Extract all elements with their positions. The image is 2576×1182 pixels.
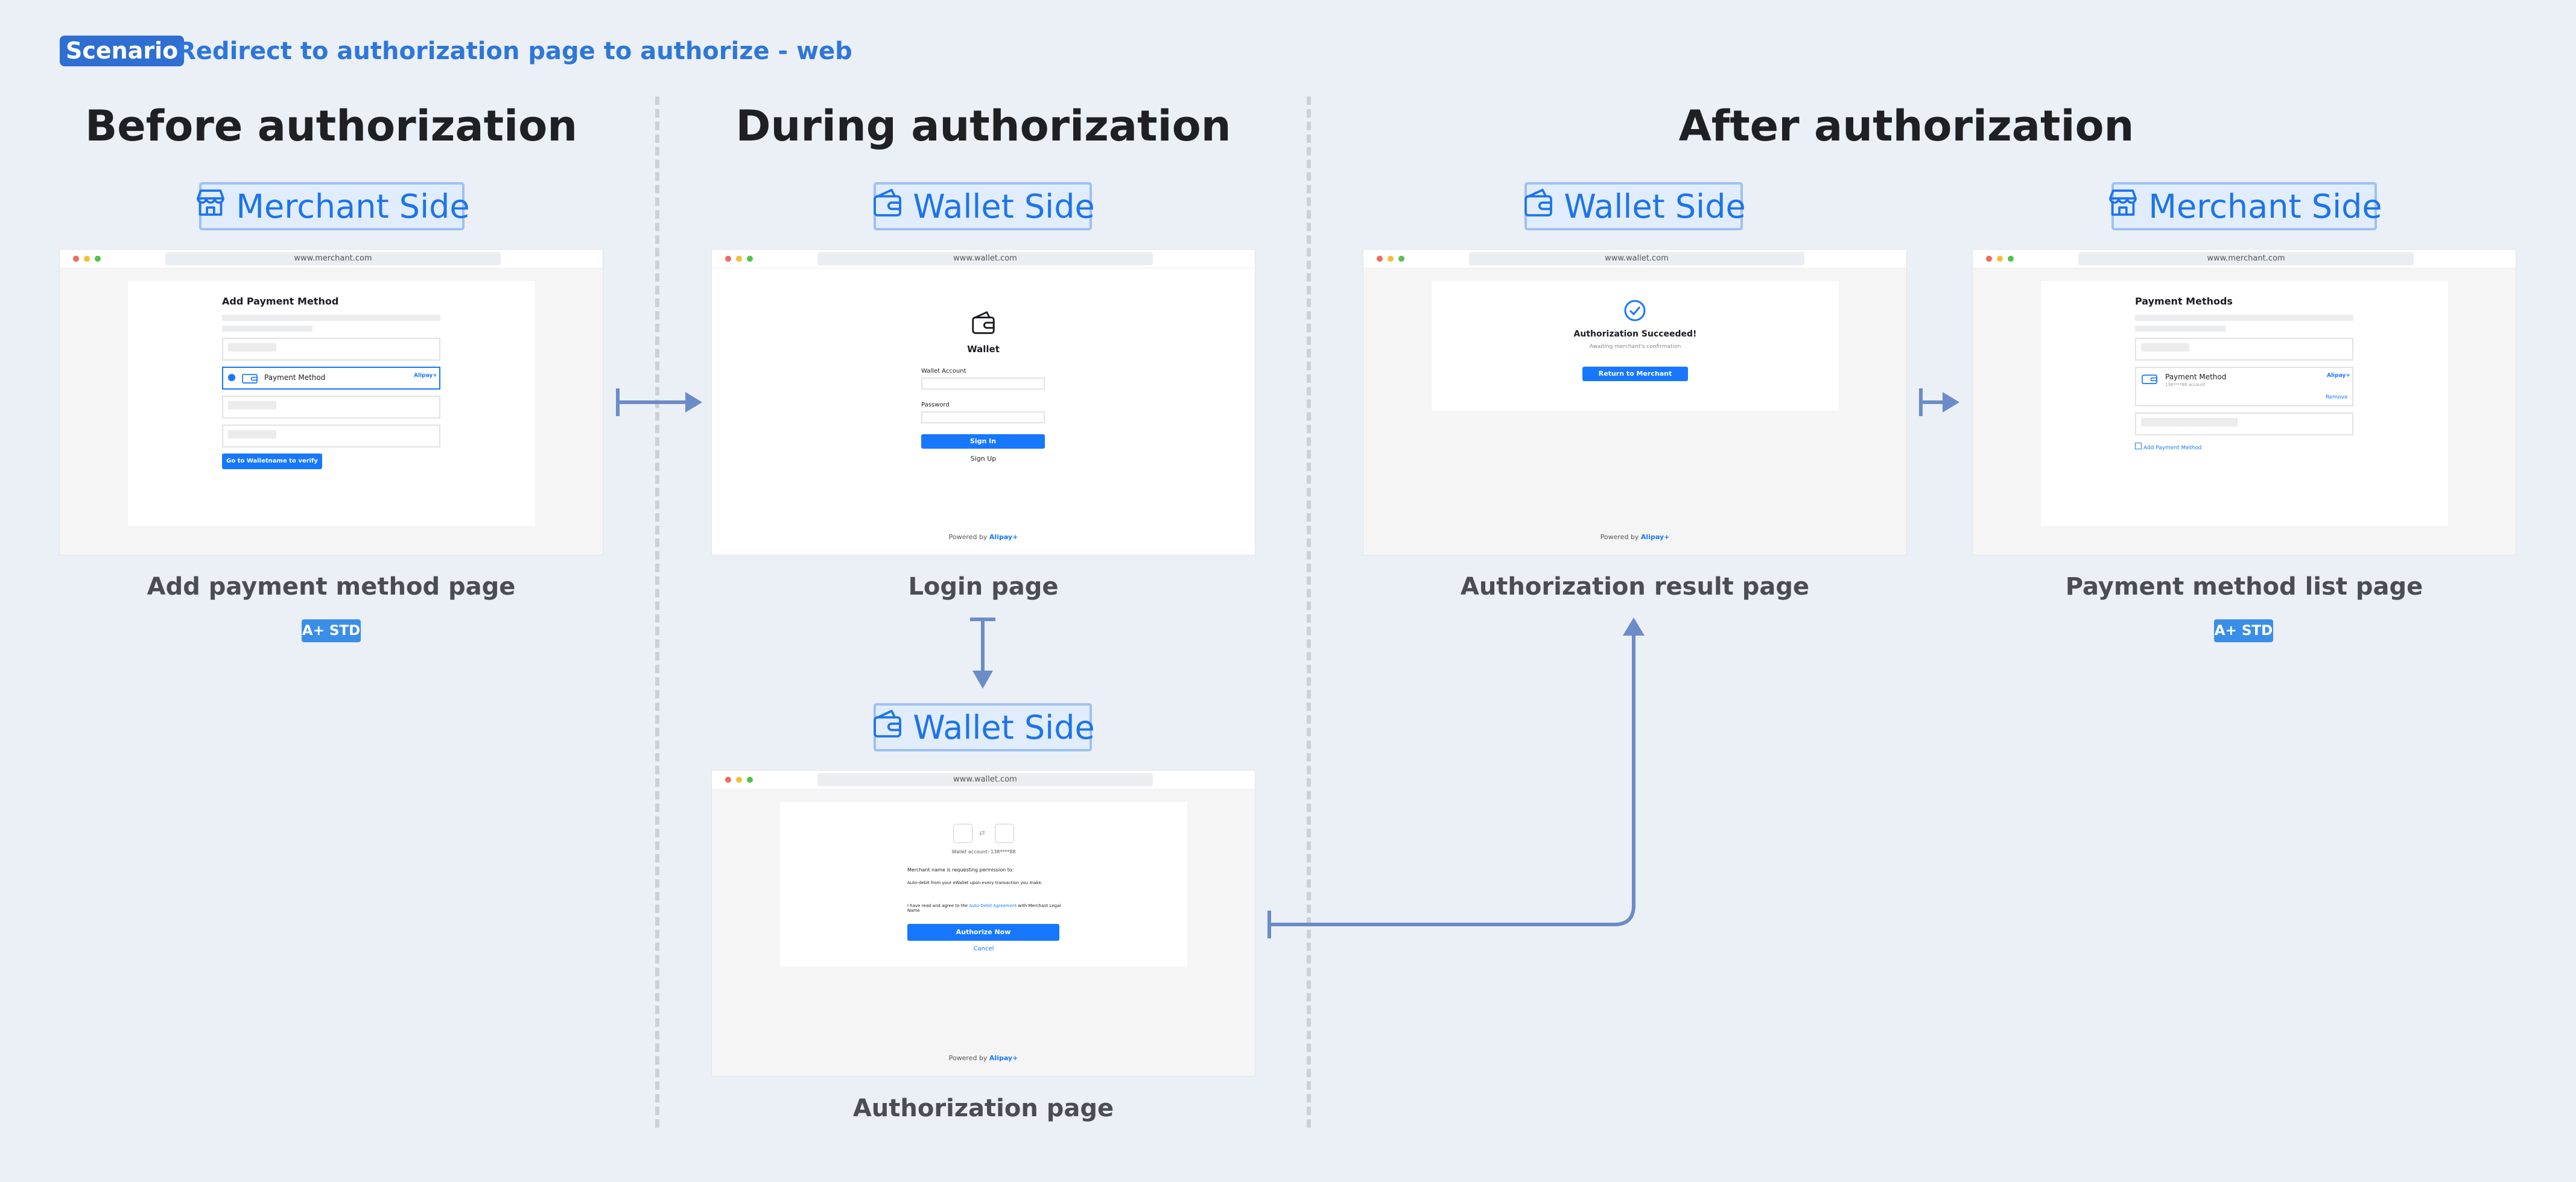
- sign-up-link[interactable]: Sign Up: [970, 455, 997, 463]
- caption-authorization-result: Authorization result page: [1460, 573, 1810, 601]
- browser-bar: www.wallet.com: [712, 250, 1255, 268]
- password-label: Password: [921, 402, 950, 408]
- storefront-icon: [2106, 186, 2140, 227]
- wallet-icon: [241, 372, 261, 387]
- plus-icon: [2135, 443, 2142, 449]
- agreement-link[interactable]: Auto-Debit Agreement: [969, 903, 1017, 908]
- authorization-result-screenshot: www.wallet.com Authorization Succeeded! …: [1363, 250, 1906, 555]
- add-payment-method-link[interactable]: Add Payment Method: [2135, 443, 2201, 451]
- std-badge: A+ STD: [302, 619, 361, 642]
- wallet-icon: [871, 707, 904, 748]
- browser-bar: www.merchant.com: [60, 250, 603, 268]
- caption-payment-method-list: Payment method list page: [2065, 573, 2423, 601]
- std-badge: A+ STD: [2214, 619, 2273, 642]
- radio-selected-icon: [228, 374, 235, 381]
- caption-authorization: Authorization page: [852, 1095, 1114, 1122]
- powered-by: Powered by Alipay+: [1600, 533, 1670, 541]
- arrow-to-authorization: [970, 618, 995, 673]
- arrow-to-result: [1267, 633, 1635, 938]
- address-bar: www.merchant.com: [165, 252, 501, 265]
- column-title-during: During authorization: [735, 101, 1231, 151]
- wallet-side-badge: Wallet Side: [1521, 182, 1746, 230]
- wallet-name: Wallet: [967, 344, 1000, 355]
- remove-link[interactable]: Remove: [2326, 394, 2348, 400]
- authorization-screenshot: www.wallet.com ⇄ Wallet account: 138****…: [712, 771, 1255, 1076]
- merchant-side-badge: Merchant Side: [197, 182, 470, 230]
- caption-add-payment-method: Add payment method page: [147, 573, 516, 601]
- column-title-after: After authorization: [1678, 101, 2134, 151]
- check-circle-icon: [1623, 299, 1646, 324]
- address-bar: www.wallet.com: [817, 773, 1153, 786]
- account-input[interactable]: [921, 378, 1045, 390]
- permission-request: Merchant name is requesting permission t…: [907, 867, 1014, 873]
- cancel-link[interactable]: Cancel: [973, 946, 994, 952]
- powered-by: Powered by Alipay+: [948, 1054, 1018, 1062]
- section-divider: [655, 96, 659, 1128]
- payment-method-list-screenshot: www.merchant.com Payment Methods Payment…: [1973, 250, 2516, 555]
- caption-login: Login page: [908, 573, 1059, 601]
- wallet-icon: [2141, 373, 2160, 387]
- scenario-title: Redirect to authorization page to author…: [177, 37, 852, 65]
- browser-bar: www.wallet.com: [712, 771, 1255, 789]
- authorize-now-button[interactable]: Authorize Now: [907, 924, 1059, 941]
- agreement-text: I have read and agree to the Auto-Debit …: [907, 903, 1061, 913]
- password-input[interactable]: [921, 411, 1045, 423]
- wallet-icon: [1521, 186, 1555, 227]
- arrow-to-list: [1919, 388, 1944, 416]
- page-heading: Payment Methods: [2135, 296, 2233, 307]
- column-title-before: Before authorization: [84, 101, 578, 151]
- merchant-side-badge: Merchant Side: [2109, 182, 2382, 230]
- arrow-to-login: [616, 388, 688, 416]
- address-bar: www.wallet.com: [817, 252, 1153, 265]
- powered-by: Powered by Alipay+: [948, 533, 1018, 541]
- wallet-icon: [995, 824, 1014, 843]
- payment-method-item: Payment Method 138****88 account Alipay+…: [2135, 367, 2353, 406]
- payment-method-option[interactable]: Payment Method Alipay+: [222, 367, 440, 390]
- browser-bar: www.merchant.com: [1973, 250, 2516, 268]
- sign-in-button[interactable]: Sign In: [921, 434, 1045, 449]
- result-subtitle: Awaiting merchant's confirmation: [1589, 344, 1681, 350]
- link-icon: ⇄: [979, 829, 986, 837]
- wallet-side-badge: Wallet Side: [871, 703, 1095, 751]
- login-screenshot: www.wallet.com Wallet Wallet Account Pas…: [712, 250, 1255, 555]
- result-title: Authorization Succeeded!: [1573, 329, 1697, 339]
- scenario-badge: Scenario: [60, 36, 185, 66]
- account-label: Wallet Account: [921, 368, 966, 375]
- wallet-account: Wallet account: 138****88: [951, 849, 1016, 855]
- wallet-icon: [969, 309, 997, 339]
- page-heading: Add Payment Method: [222, 296, 339, 307]
- permission-item: Auto-debit from your eWallet upon every …: [907, 880, 1042, 885]
- verify-button[interactable]: Go to ​Walletname​ to verify: [222, 454, 322, 469]
- storefront-icon: [953, 824, 972, 843]
- section-divider: [1307, 96, 1311, 1128]
- return-to-merchant-button[interactable]: Return to Merchant: [1582, 367, 1688, 381]
- wallet-icon: [871, 186, 904, 227]
- browser-bar: www.wallet.com: [1363, 250, 1906, 268]
- wallet-side-badge: Wallet Side: [871, 182, 1095, 230]
- address-bar: www.merchant.com: [2078, 252, 2414, 265]
- address-bar: www.wallet.com: [1469, 252, 1804, 265]
- add-payment-method-screenshot: www.merchant.com Add Payment Method Paym…: [60, 250, 603, 555]
- storefront-icon: [194, 186, 227, 227]
